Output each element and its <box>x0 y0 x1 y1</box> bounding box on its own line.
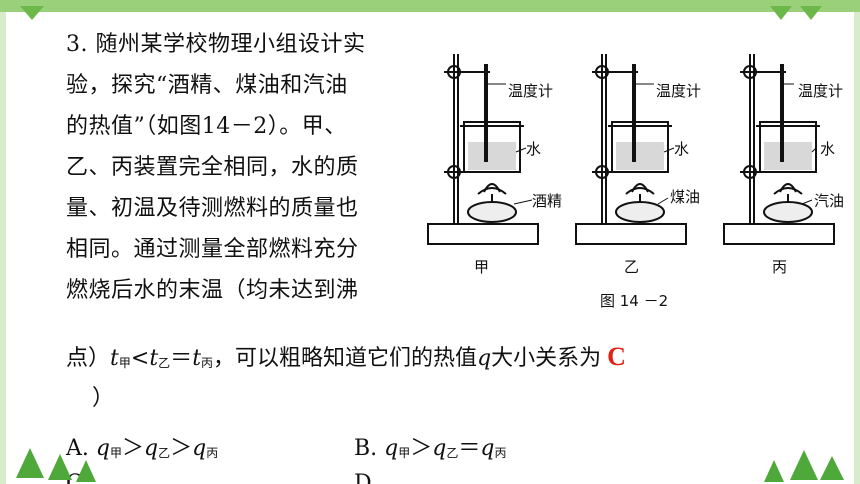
option-b-label: B. <box>354 436 378 461</box>
right-decor-bar <box>854 12 860 484</box>
op-gt: ＞ <box>122 436 145 461</box>
option-a-label: A. <box>66 436 89 461</box>
sub-yi: 乙 <box>158 356 171 370</box>
answer-letter: C <box>607 342 626 371</box>
symbol-q: q <box>144 436 159 461</box>
sub-jia: 甲 <box>109 446 122 460</box>
label-apparatus-1: 甲 <box>474 258 489 276</box>
sub-bing: 丙 <box>494 446 507 460</box>
label-thermometer-3: 温度计 <box>798 82 843 100</box>
op-eq: ＝ <box>458 436 481 461</box>
question-paragraph: 3. 随州某学校物理小组设计实 验，探究“酒精、煤油和汽油 的热值”（如图14－… <box>66 24 438 324</box>
bunting-decoration <box>20 6 822 20</box>
option-b[interactable]: B. q甲＞q乙＝q丙 <box>354 428 507 474</box>
symbol-t: t <box>192 346 202 371</box>
sub-jia: 甲 <box>118 356 131 370</box>
sub-jia: 甲 <box>398 446 411 460</box>
para-line: 燃烧后水的末温（均未达到沸 <box>66 278 359 303</box>
label-apparatus-2: 乙 <box>624 258 639 276</box>
label-water-3: 水 <box>820 140 835 158</box>
sub-bing: 丙 <box>206 446 219 460</box>
sub-bing: 丙 <box>201 356 214 370</box>
op-gt: ＞ <box>170 436 193 461</box>
label-apparatus-3: 丙 <box>772 258 787 276</box>
label-fuel-2: 煤油 <box>670 188 700 206</box>
symbol-q: q <box>384 436 399 461</box>
symbol-q: q <box>432 436 447 461</box>
text-middle: ，可以粗略知道它们的热值 <box>213 346 478 371</box>
text-tail: 大小关系为 <box>491 346 602 371</box>
para-line: 3. 随州某学校物理小组设计实 <box>66 32 366 57</box>
sub-yi: 乙 <box>446 446 459 460</box>
figure-caption: 图 14 －2 <box>600 292 668 310</box>
option-d-partial[interactable]: D. <box>354 471 378 484</box>
para-line: 验，探究“酒精、煤油和汽油 <box>66 73 348 98</box>
apparatus-2 <box>575 54 687 245</box>
top-decor-bar <box>0 0 860 12</box>
op-gt: ＞ <box>410 436 433 461</box>
op-lt: < <box>130 346 150 371</box>
symbol-q: q <box>95 436 110 461</box>
para-line: 的热值”（如图14－2）。甲、 <box>66 114 347 139</box>
para-line: 相同。通过测量全部燃料充分 <box>66 237 359 262</box>
label-fuel-1: 酒精 <box>532 192 562 210</box>
apparatus-1 <box>427 54 539 245</box>
label-thermometer-1: 温度计 <box>508 82 553 100</box>
apparatus-3 <box>723 54 835 245</box>
para-line: 量、初温及待测燃料的质量也 <box>66 196 359 221</box>
label-thermometer-2: 温度计 <box>656 82 701 100</box>
apparatus-figure: 温度计 水 酒精 温度计 水 煤油 温度计 水 汽油 甲 乙 丙 图 14 －2 <box>427 54 844 310</box>
label-water-1: 水 <box>526 140 541 158</box>
label-water-2: 水 <box>674 140 689 158</box>
symbol-q: q <box>477 346 492 371</box>
label-fuel-3: 汽油 <box>814 192 844 210</box>
symbol-t: t <box>110 346 119 371</box>
para-line: 乙、丙装置完全相同，水的质 <box>66 155 359 180</box>
op-eq: ＝ <box>170 346 193 371</box>
tree-decoration-left <box>16 448 96 482</box>
text-prefix: 点） <box>66 346 111 371</box>
symbol-t: t <box>149 346 159 371</box>
sub-yi: 乙 <box>158 446 171 460</box>
symbol-q: q <box>192 436 207 461</box>
option-a[interactable]: A. q甲＞q乙＞q丙 <box>66 428 218 474</box>
symbol-q: q <box>480 436 495 461</box>
left-decor-bar <box>0 12 6 484</box>
tree-decoration-right <box>764 450 844 482</box>
close-paren: ） <box>92 386 115 411</box>
